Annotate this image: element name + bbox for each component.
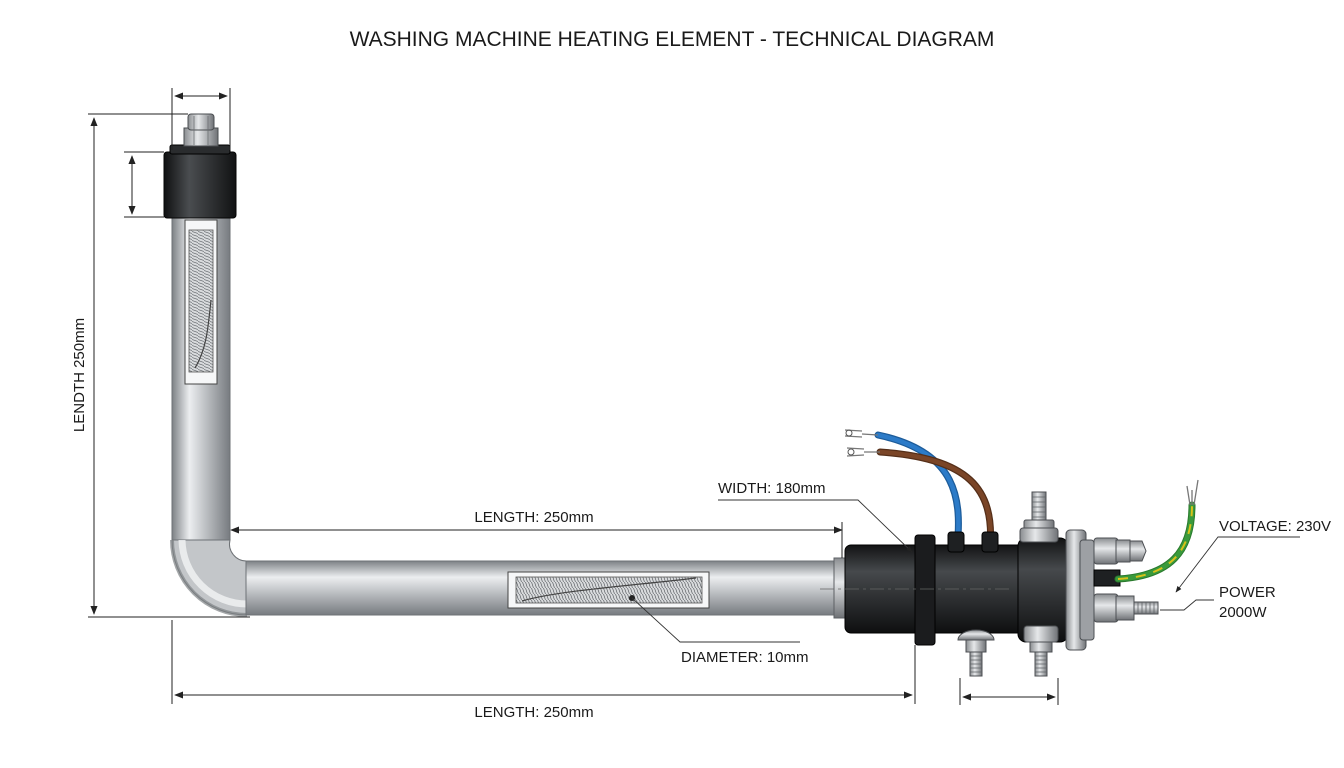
- earth-wire: [1093, 479, 1199, 587]
- top-rubber-sleeve: [163, 144, 237, 219]
- top-terminal-stud: [1019, 491, 1059, 543]
- vertical-length-label: LENDTH 250mm: [71, 318, 88, 432]
- power-label: POWER: [1219, 584, 1276, 601]
- vertical-coil-cutaway: [184, 219, 218, 385]
- top-length-label: LENGTH: 250mm: [474, 509, 593, 526]
- leader-lines: [631, 499, 1300, 643]
- right-terminal-lower: [1093, 593, 1159, 623]
- terminal-head: [820, 529, 1095, 651]
- heating-tube: [170, 159, 847, 619]
- blue-wire: [844, 429, 965, 553]
- horizontal-coil-cutaway: [507, 571, 710, 609]
- brown-wire: [846, 447, 999, 553]
- top-nut: [183, 113, 219, 147]
- dimension-lines: [88, 88, 1059, 705]
- diagram-title: WASHING MACHINE HEATING ELEMENT - TECHNI…: [350, 28, 995, 51]
- bottom-length-label: LENGTH: 250mm: [474, 704, 593, 721]
- diameter-label: DIAMETER: 10mm: [681, 649, 809, 666]
- bottom-right-stud: [1023, 625, 1059, 677]
- right-terminal-upper: [1093, 537, 1147, 565]
- bottom-left-stud: [957, 629, 995, 677]
- power-value-label: 2000W: [1219, 604, 1267, 621]
- voltage-label: VOLTAGE: 230V: [1219, 518, 1331, 535]
- width-label: WIDTH: 180mm: [718, 480, 826, 497]
